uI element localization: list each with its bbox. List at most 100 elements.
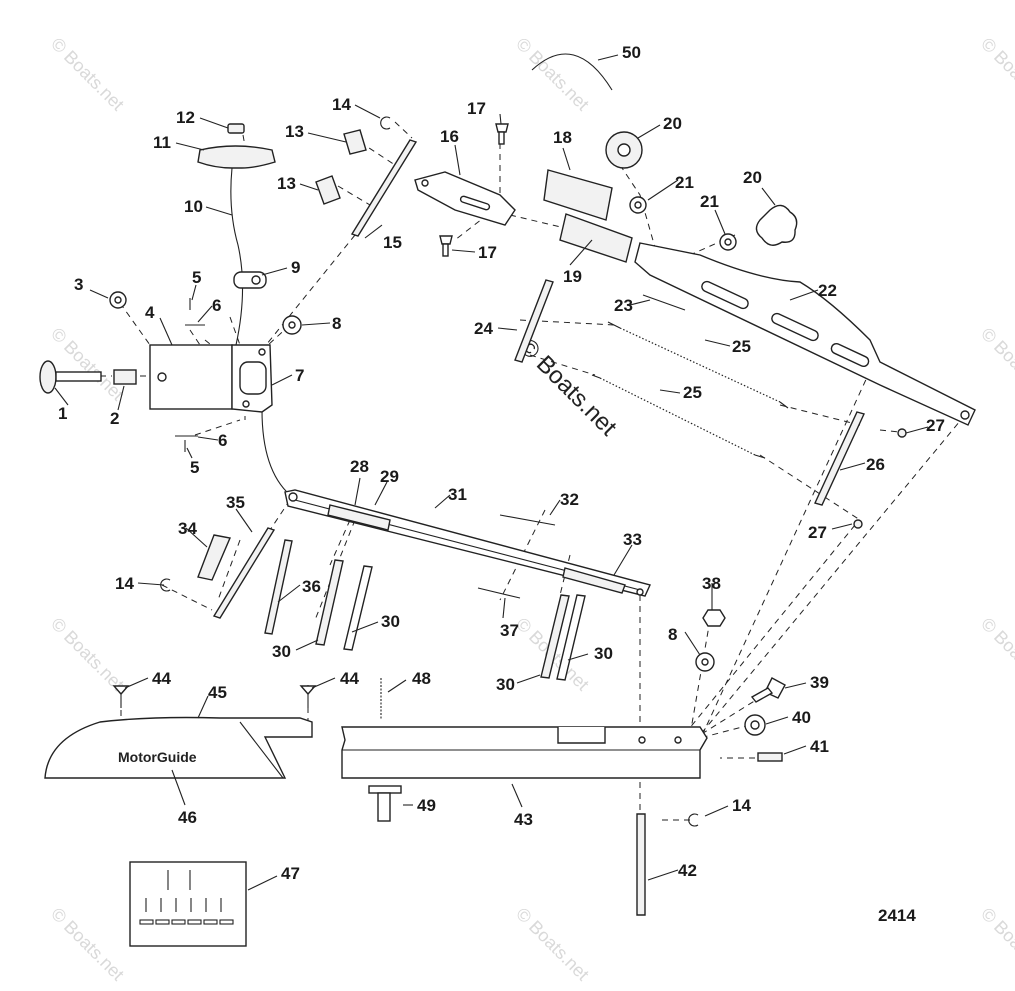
callout-17: 17 bbox=[467, 99, 486, 118]
part-17-bolts bbox=[439, 123, 509, 257]
callout-18: 18 bbox=[553, 128, 572, 147]
part-10-cable bbox=[230, 167, 244, 346]
callout-41: 41 bbox=[810, 737, 829, 756]
callout-20: 20 bbox=[743, 168, 762, 187]
callout-11: 11 bbox=[153, 133, 171, 152]
callout-44: 44 bbox=[152, 669, 171, 688]
part-49 bbox=[368, 785, 402, 822]
callout-6: 6 bbox=[212, 296, 221, 315]
callout-48: 48 bbox=[412, 669, 431, 688]
callout-38: 38 bbox=[702, 574, 721, 593]
callout-6: 6 bbox=[218, 431, 227, 450]
callout-1: 1 bbox=[58, 404, 67, 423]
part-39-bolt bbox=[750, 677, 786, 703]
callout-4: 4 bbox=[145, 303, 155, 322]
watermark-center: © Boats.net bbox=[514, 333, 622, 441]
callout-24: 24 bbox=[474, 319, 493, 338]
callout-43: 43 bbox=[514, 810, 533, 829]
callout-8: 8 bbox=[668, 625, 677, 644]
callout-35: 35 bbox=[226, 493, 245, 512]
watermark: © Boats.net bbox=[977, 34, 1015, 115]
cable-lower bbox=[261, 409, 291, 496]
part-15-rod bbox=[350, 139, 418, 237]
washers bbox=[109, 291, 766, 736]
callout-31: 31 bbox=[448, 485, 467, 504]
part-45-cover: MotorGuide bbox=[44, 716, 313, 779]
part-22-bracket bbox=[634, 242, 976, 426]
callout-16: 16 bbox=[440, 127, 459, 146]
part-19-plate bbox=[559, 213, 633, 263]
callout-26: 26 bbox=[866, 455, 885, 474]
part-20-knob-b bbox=[755, 204, 798, 246]
callout-40: 40 bbox=[792, 708, 811, 727]
callout-5: 5 bbox=[192, 268, 201, 287]
part-47-kit bbox=[129, 861, 247, 947]
part-14-clip bbox=[688, 813, 699, 827]
callout-13: 13 bbox=[285, 122, 304, 141]
part-2-spacer bbox=[113, 369, 137, 385]
callout-42: 42 bbox=[678, 861, 697, 880]
part-14-clip bbox=[380, 116, 391, 130]
watermark: © Boats.net bbox=[512, 34, 593, 115]
callouts: 50 12 11 14 17 16 18 20 13 13 10 21 20 2… bbox=[58, 43, 945, 925]
part-23-pin bbox=[642, 294, 686, 311]
callout-15: 15 bbox=[383, 233, 402, 252]
part-27-nut bbox=[853, 519, 863, 529]
callout-37: 37 bbox=[500, 621, 519, 640]
brand-label: MotorGuide bbox=[118, 749, 197, 765]
callout-2: 2 bbox=[110, 409, 119, 428]
part-43-base bbox=[341, 726, 708, 779]
part-9-clip bbox=[233, 271, 267, 289]
part-26-rod bbox=[814, 411, 865, 506]
part-24-pin bbox=[514, 279, 554, 363]
callout-28: 28 bbox=[350, 457, 369, 476]
callout-45: 45 bbox=[208, 683, 227, 702]
watermark: © Boats.net bbox=[512, 904, 593, 985]
callout-23: 23 bbox=[614, 296, 633, 315]
callout-17: 17 bbox=[478, 243, 497, 262]
part-38-nut bbox=[702, 609, 726, 627]
part-27-nut bbox=[897, 428, 907, 438]
part-20-knob-a bbox=[605, 131, 643, 169]
callout-14: 14 bbox=[732, 796, 751, 815]
callout-27: 27 bbox=[926, 416, 945, 435]
part-31-arm bbox=[284, 489, 651, 597]
callout-29: 29 bbox=[380, 467, 399, 486]
part-5-6-hardware bbox=[175, 298, 205, 452]
callout-12: 12 bbox=[176, 108, 195, 127]
callout-27: 27 bbox=[808, 523, 827, 542]
callout-44: 44 bbox=[340, 669, 359, 688]
callout-30: 30 bbox=[594, 644, 613, 663]
watermark: © Boats.net bbox=[977, 324, 1015, 405]
callout-30: 30 bbox=[381, 612, 400, 631]
callout-8: 8 bbox=[332, 314, 341, 333]
callout-30: 30 bbox=[496, 675, 515, 694]
callout-46: 46 bbox=[178, 808, 197, 827]
callout-47: 47 bbox=[281, 864, 300, 883]
part-37 bbox=[477, 587, 521, 599]
watermarks: © Boats.net © Boats.net © Boats.net © Bo… bbox=[47, 34, 1015, 985]
part-29-insert bbox=[327, 504, 391, 531]
watermark: © Boats.net bbox=[977, 614, 1015, 695]
part-12-cap bbox=[227, 123, 245, 134]
callout-14: 14 bbox=[332, 95, 351, 114]
figure-number: 2414 bbox=[878, 906, 916, 925]
callout-14: 14 bbox=[115, 574, 134, 593]
callout-34: 34 bbox=[178, 519, 197, 538]
part-44-screws bbox=[112, 685, 317, 708]
callout-20: 20 bbox=[663, 114, 682, 133]
callout-33: 33 bbox=[623, 530, 642, 549]
callout-3: 3 bbox=[74, 275, 83, 294]
callout-21: 21 bbox=[700, 192, 719, 211]
part-42-pin bbox=[636, 813, 646, 916]
part-21-washers bbox=[629, 196, 737, 251]
callout-22: 22 bbox=[818, 281, 837, 300]
callout-25: 25 bbox=[732, 337, 751, 356]
callout-7: 7 bbox=[295, 366, 304, 385]
part-4-housing bbox=[149, 344, 273, 413]
watermark: © Boats.net bbox=[977, 904, 1015, 985]
part-18-plate bbox=[543, 169, 613, 221]
part-11-handle bbox=[197, 123, 276, 169]
